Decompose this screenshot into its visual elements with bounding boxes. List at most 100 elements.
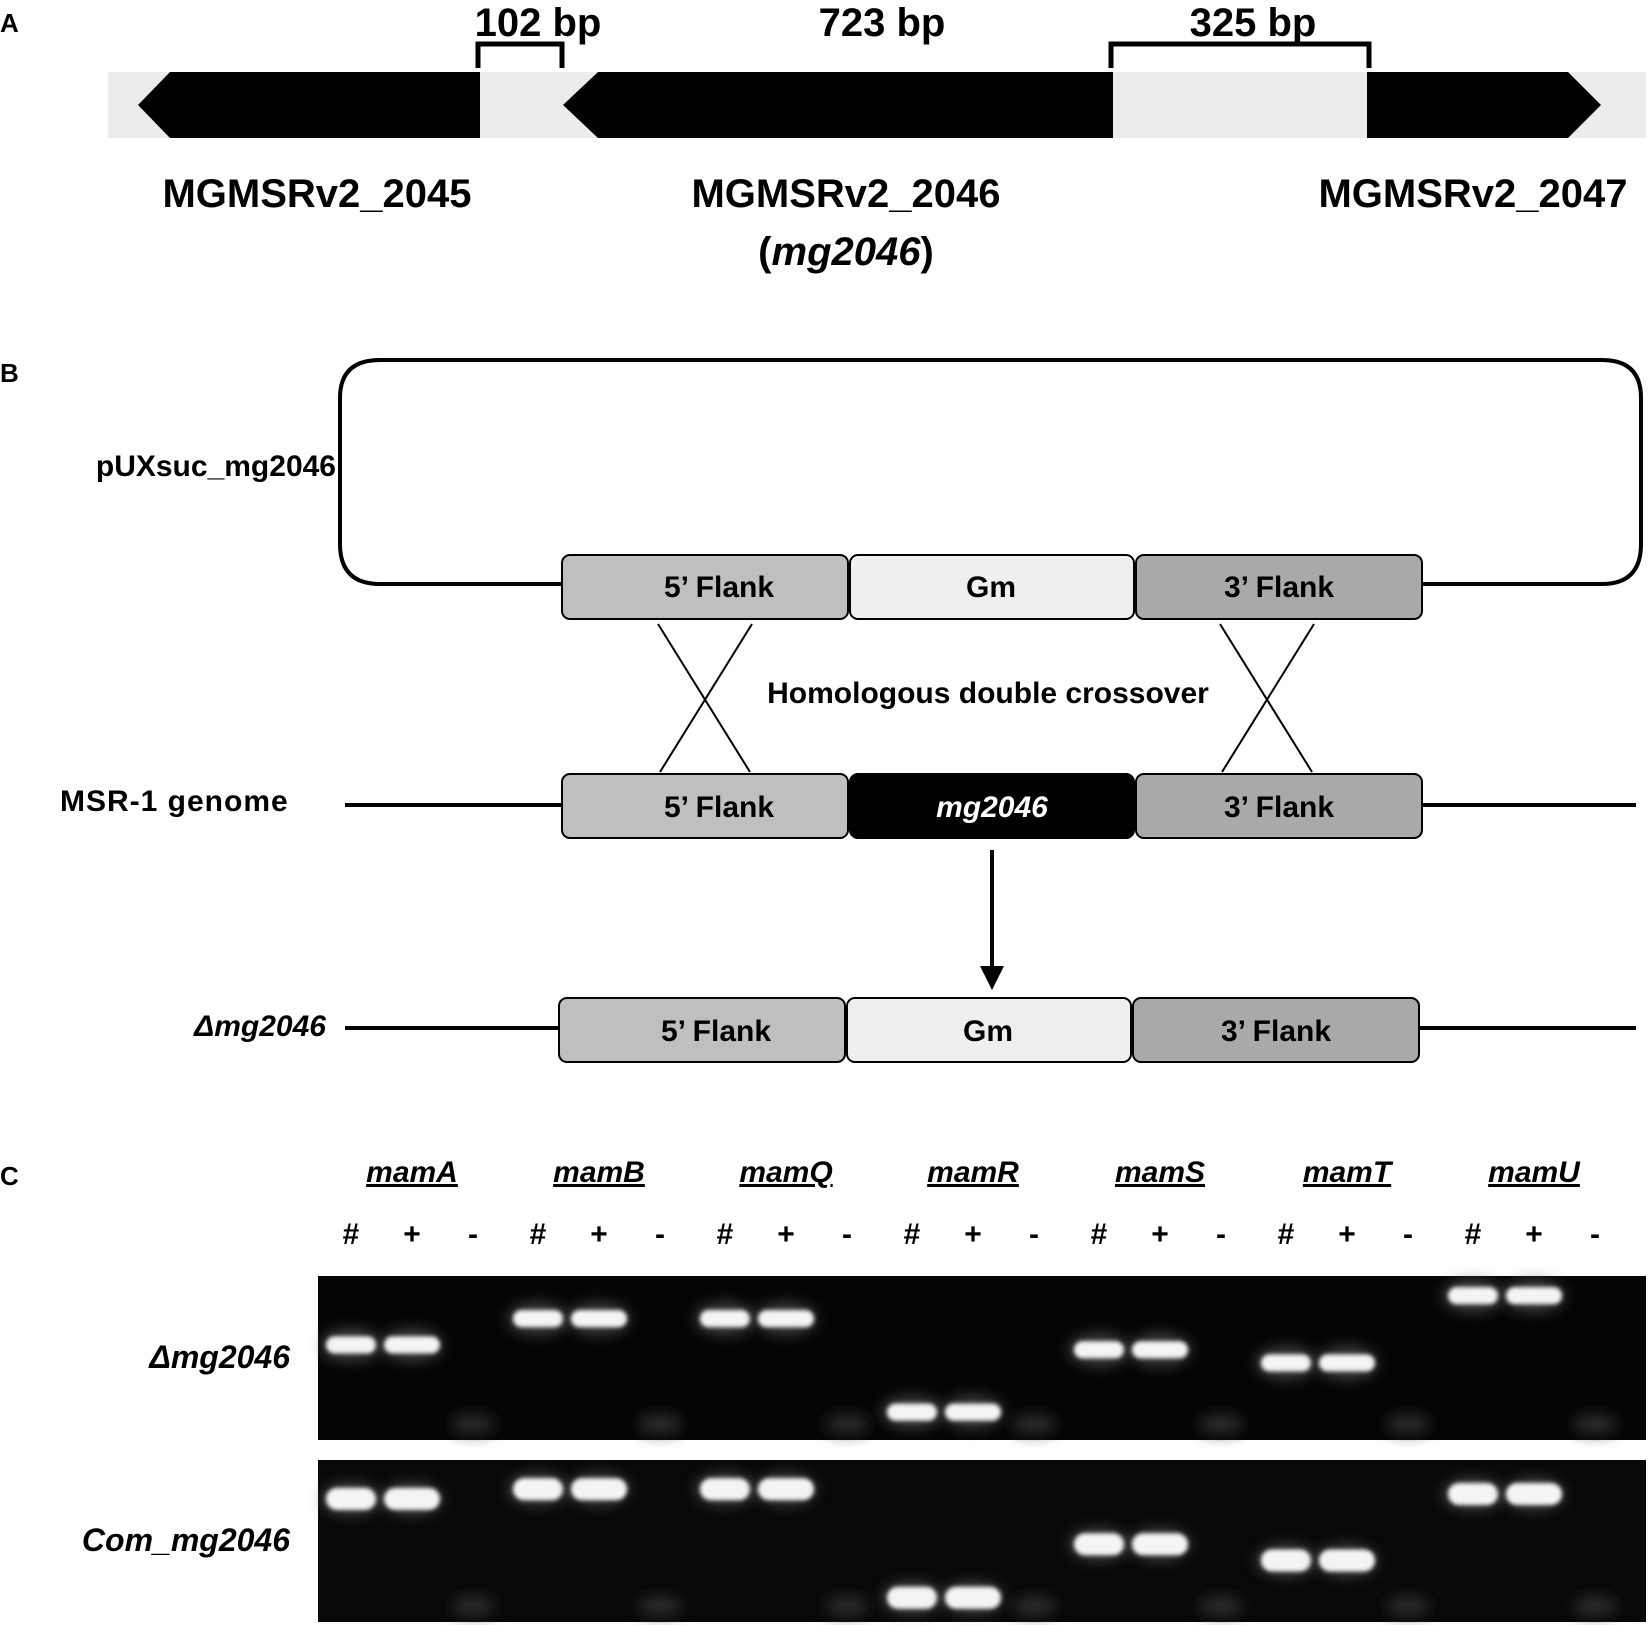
gel-negative-lane-smear <box>1573 1596 1617 1616</box>
gel-band <box>1506 1287 1562 1305</box>
gel-lane-symbol: - <box>1029 1218 1039 1251</box>
gel-band <box>887 1586 937 1609</box>
gel-lane-symbol: # <box>343 1218 360 1251</box>
genome-3-flank-box <box>1135 773 1423 839</box>
crossover-line <box>1221 623 1315 773</box>
gel-band <box>571 1310 627 1328</box>
intergenic-size-2: 325 bp <box>1190 1 1317 45</box>
gel-band <box>700 1310 750 1328</box>
panel-letter-b: B <box>0 358 19 388</box>
gel-band <box>326 1336 376 1354</box>
gel-band <box>1506 1483 1562 1506</box>
gel-lane-symbol: + <box>964 1218 982 1251</box>
gel-lane-symbol: - <box>655 1218 665 1251</box>
gene-label-2047: MGMSRv2_2047 <box>1318 172 1627 216</box>
gel-lane-symbol: # <box>530 1218 547 1251</box>
gel-band <box>1074 1341 1124 1359</box>
gel-gene-header-mamU: mamU <box>1488 1156 1581 1189</box>
crossover-label: Homologous double crossover <box>767 677 1209 710</box>
gel-lane-symbol: - <box>842 1218 852 1251</box>
gel-gene-header-mamQ: mamQ <box>739 1156 832 1189</box>
gel-band <box>571 1478 627 1501</box>
bracket-102bp <box>475 41 565 68</box>
gene-arrow-2047 <box>1367 72 1601 138</box>
gel-lane-symbol: # <box>1091 1218 1108 1251</box>
plasmid-5-flank-label: 5’ Flank <box>664 571 774 604</box>
gel-band <box>1261 1549 1311 1572</box>
gel-band <box>1448 1287 1498 1305</box>
gel-lane-symbol: + <box>1338 1218 1356 1251</box>
gel-band <box>513 1478 563 1501</box>
bracket-325bp <box>1108 41 1372 68</box>
gel-gene-header-mamR: mamR <box>927 1156 1019 1189</box>
gel-band <box>887 1403 937 1421</box>
gel-negative-lane-smear <box>825 1596 869 1616</box>
gel-negative-lane-smear <box>1012 1414 1056 1434</box>
plasmid-gm-label: Gm <box>966 571 1016 604</box>
gel-lane-symbol: + <box>1525 1218 1543 1251</box>
gel-band <box>1132 1533 1188 1556</box>
gel-bands <box>321 1279 1617 1616</box>
gene-alias-2046: (mg2046) <box>758 230 934 274</box>
crossover-line <box>657 623 751 773</box>
gel-band <box>1074 1533 1124 1556</box>
gel-negative-lane-smear <box>451 1414 495 1434</box>
mutant-gm-box <box>846 997 1132 1063</box>
gel-band <box>945 1586 1001 1609</box>
plasmid-gm-box <box>849 554 1135 620</box>
gel-negative-lane-smear <box>451 1596 495 1616</box>
mutant-3-flank-label: 3’ Flank <box>1221 1015 1331 1048</box>
crossover-line <box>1219 623 1313 773</box>
gel-gene-header-mamB: mamB <box>553 1156 645 1189</box>
gel-gene-header-mamA: mamA <box>366 1156 458 1189</box>
gene-label-2046: MGMSRv2_2046 <box>691 172 1000 216</box>
gel-band <box>384 1336 440 1354</box>
plasmid-3-flank-box <box>1135 554 1423 620</box>
gel-negative-lane-smear <box>1573 1414 1617 1434</box>
gel-negative-lane-smear <box>1386 1414 1430 1434</box>
gel-band <box>1132 1341 1188 1359</box>
gel-lane-symbol: - <box>1403 1218 1413 1251</box>
gel-gene-header-mamS: mamS <box>1115 1156 1205 1189</box>
gel-band <box>945 1403 1001 1421</box>
gel-lane-symbol: # <box>904 1218 921 1251</box>
gene-alias-2046-text: mg2046 <box>772 230 922 274</box>
gene-label-2045: MGMSRv2_2045 <box>162 172 471 216</box>
genome-3-flank-label: 3’ Flank <box>1224 791 1334 824</box>
plasmid-backbone <box>338 358 1643 586</box>
gel-row-label-complemented: Com_mg2046 <box>82 1522 290 1558</box>
intergenic-size-1: 102 bp <box>475 1 602 45</box>
gel-negative-lane-smear <box>825 1414 869 1434</box>
gene-arrow-2045 <box>138 72 480 138</box>
crossover-line <box>659 623 753 773</box>
gel-lane-symbol: # <box>1465 1218 1482 1251</box>
gel-lane-symbol: - <box>1216 1218 1226 1251</box>
plasmid-3-flank-label: 3’ Flank <box>1224 571 1334 604</box>
gel-lane-symbol: + <box>1151 1218 1169 1251</box>
mutant-3-flank-box <box>1132 997 1420 1063</box>
mutant-gm-label: Gm <box>963 1015 1013 1048</box>
mutant-5-flank-label: 5’ Flank <box>661 1015 771 1048</box>
gel-band <box>1448 1483 1498 1506</box>
gel-negative-lane-smear <box>1199 1414 1243 1434</box>
gel-lane-symbol: + <box>777 1218 795 1251</box>
gel-band <box>700 1478 750 1501</box>
gel-lane-symbol: # <box>717 1218 734 1251</box>
gel-negative-lane-smear <box>638 1596 682 1616</box>
mutant-label: Δmg2046 <box>193 1010 326 1043</box>
gel-negative-lane-smear <box>1012 1596 1056 1616</box>
gene-size-2046: 723 bp <box>819 1 946 45</box>
gel-band <box>758 1310 814 1328</box>
gel-negative-lane-smear <box>1386 1596 1430 1616</box>
plasmid-label: pUXsuc_mg2046 <box>96 450 336 483</box>
panel-letter-a: A <box>0 8 19 38</box>
gel-gene-header-mamT: mamT <box>1303 1156 1394 1189</box>
genome-target-gene-label: mg2046 <box>936 791 1048 824</box>
genome-label: MSR-1 genome <box>60 785 289 818</box>
deletion-arrow-head <box>980 966 1004 990</box>
gel-lane-symbol: + <box>403 1218 421 1251</box>
gel-band <box>1261 1354 1311 1372</box>
gel-band <box>326 1487 376 1510</box>
gel-headers: mamA mamB mamQ mamR mamS mamT mamU <box>366 1156 1581 1189</box>
